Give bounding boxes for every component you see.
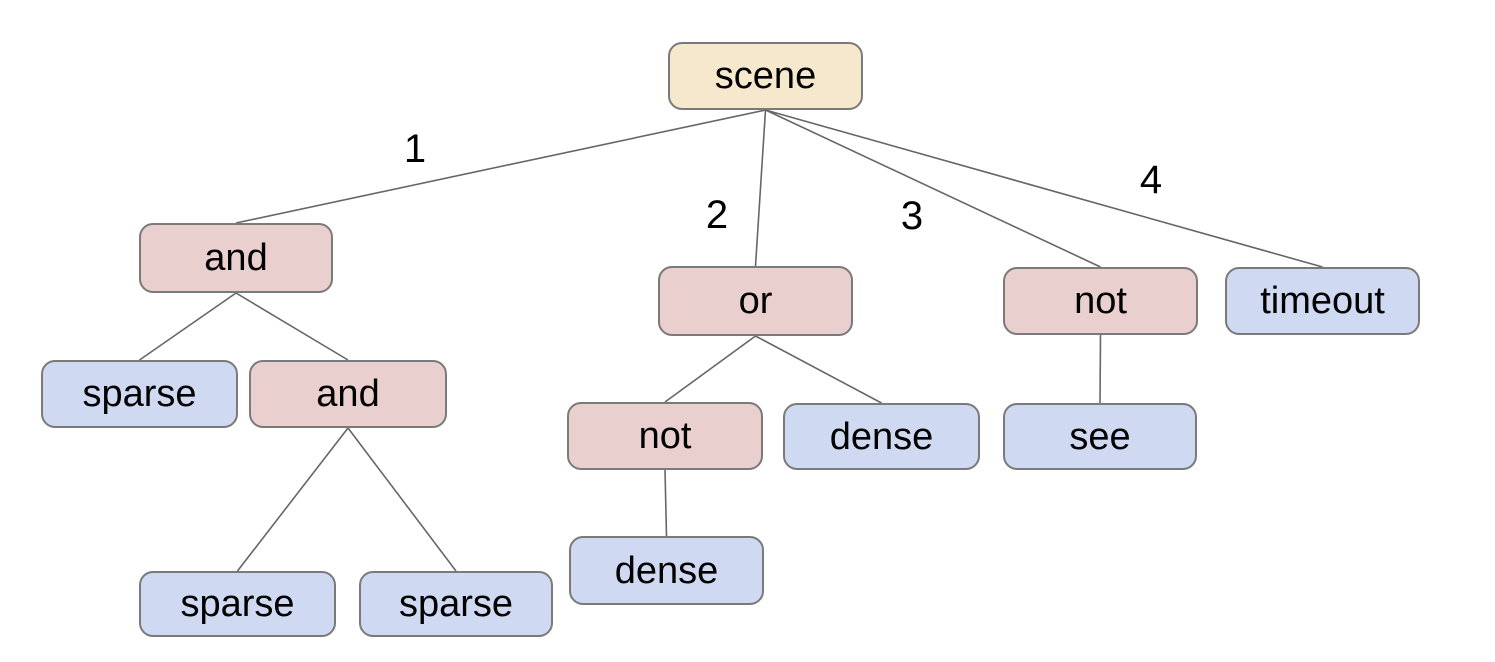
node-sparse1: sparse bbox=[41, 360, 238, 428]
node-scene: scene bbox=[668, 42, 863, 110]
edge-label-1: 1 bbox=[404, 127, 426, 171]
node-and1: and bbox=[139, 223, 333, 293]
edge-label-3: 3 bbox=[901, 194, 923, 238]
edge-scene-not1 bbox=[765, 109, 1101, 268]
node-sparse3: sparse bbox=[359, 571, 553, 637]
node-see1: see bbox=[1003, 403, 1197, 470]
edge-scene-timeout1 bbox=[765, 109, 1323, 268]
edge-not1-see1 bbox=[1099, 334, 1102, 404]
edge-and1-sparse1 bbox=[139, 292, 237, 361]
edge-and1-and2 bbox=[235, 292, 349, 361]
edge-and2-sparse2 bbox=[236, 427, 349, 572]
node-or1: or bbox=[658, 266, 853, 336]
node-dense1: dense bbox=[783, 403, 980, 470]
node-and2: and bbox=[249, 360, 447, 428]
edge-or1-not2 bbox=[664, 335, 756, 403]
node-not2: not bbox=[567, 402, 763, 470]
edge-and2-sparse3 bbox=[347, 427, 457, 572]
edge-label-2: 2 bbox=[706, 193, 728, 237]
edge-or1-dense1 bbox=[755, 335, 882, 404]
node-timeout1: timeout bbox=[1225, 267, 1420, 335]
edge-scene-or1 bbox=[754, 109, 767, 267]
node-dense2: dense bbox=[569, 536, 764, 605]
edge-label-4: 4 bbox=[1140, 158, 1162, 202]
node-not1: not bbox=[1003, 267, 1198, 335]
node-sparse2: sparse bbox=[139, 571, 336, 637]
edge-scene-and1 bbox=[235, 109, 766, 224]
edge-not2-dense2 bbox=[664, 469, 668, 537]
